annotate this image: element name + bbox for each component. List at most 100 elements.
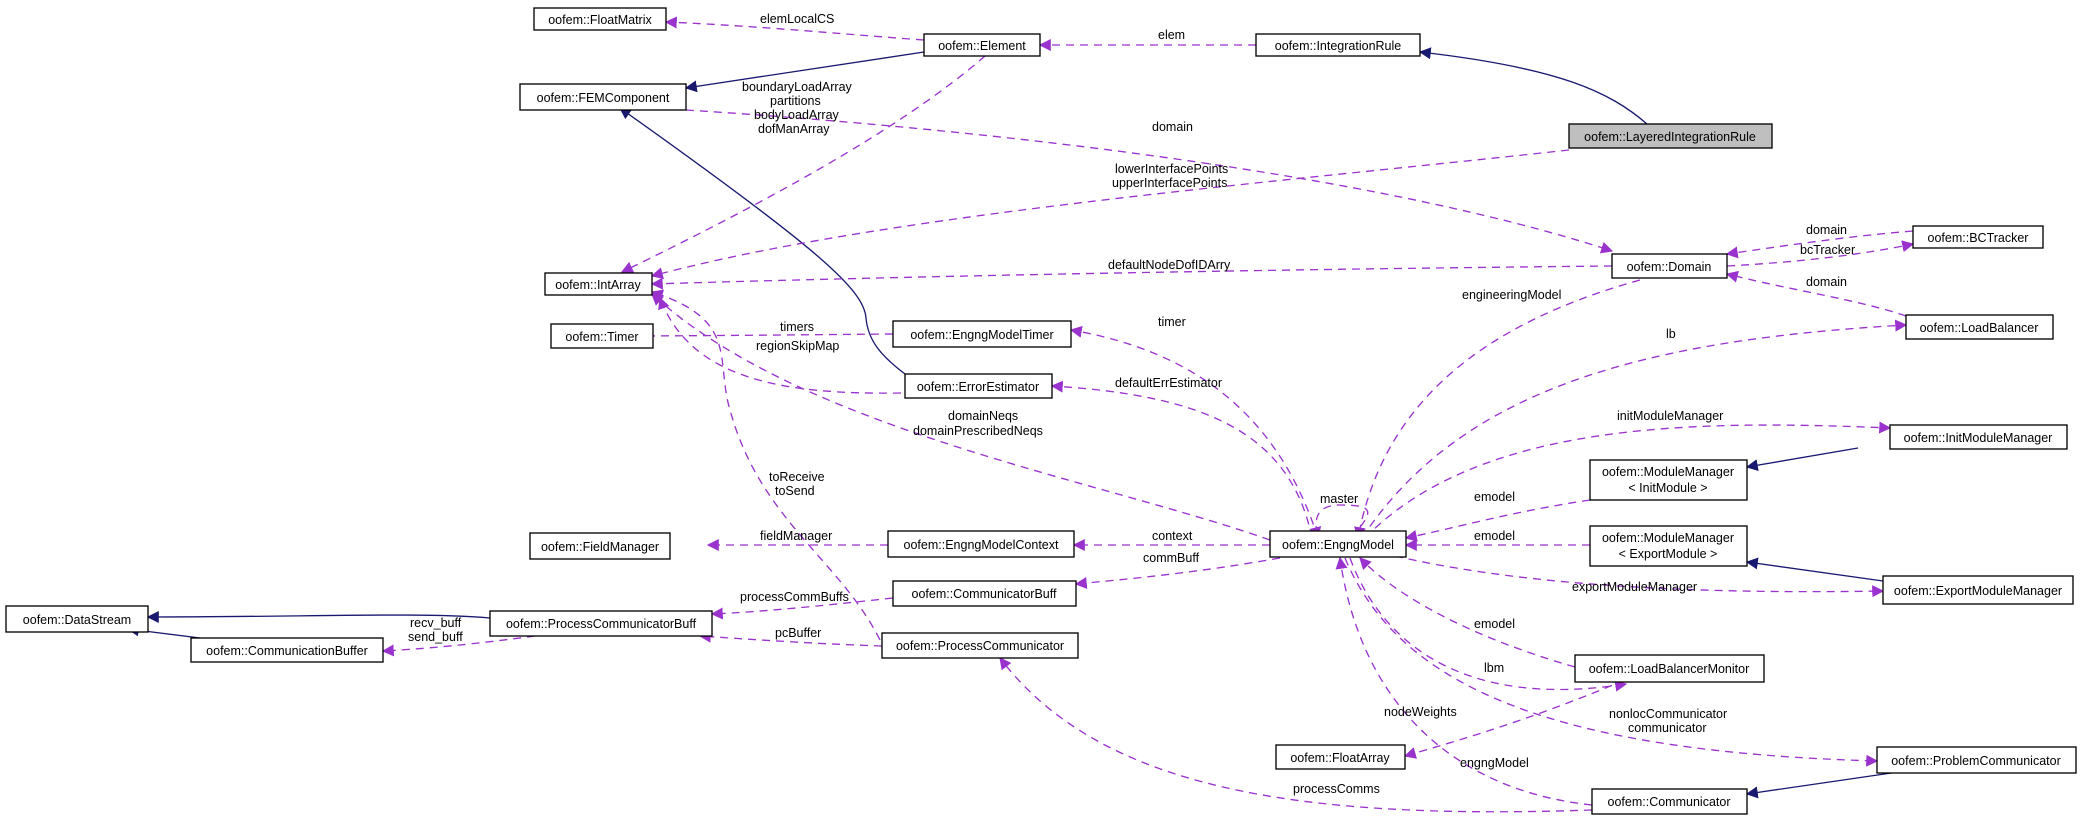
edge-label: emodel: [1474, 529, 1515, 543]
edge-label: domain: [1806, 275, 1847, 289]
edge-label: defaultErrEstimator: [1115, 376, 1222, 390]
node-label: oofem::LayeredIntegrationRule: [1584, 130, 1756, 144]
edge-label: lb: [1666, 327, 1676, 341]
edge-domain-to-engngmodel: [1354, 279, 1641, 540]
edge-errorestimator-to-femcomponent: [619, 107, 906, 375]
node-initmodulemanager[interactable]: oofem::InitModuleManager: [1889, 424, 2068, 450]
edge-domain-to-bctracker: [1726, 240, 1915, 267]
edge-label: elem: [1158, 28, 1185, 42]
node-communicationbuffer[interactable]: oofem::CommunicationBuffer: [190, 637, 384, 663]
edge-element-to-intarray: [620, 55, 986, 273]
node-engngmodel[interactable]: oofem::EngngModel: [1269, 530, 1407, 558]
edge-label: engngModel: [1460, 756, 1529, 770]
node-integrationrule[interactable]: oofem::IntegrationRule: [1255, 33, 1421, 57]
edge-processcommunicator-to-processcommunicatorbuff: [698, 630, 883, 647]
node-label: oofem::DataStream: [23, 613, 131, 627]
node-femcomponent[interactable]: oofem::FEMComponent: [519, 83, 687, 111]
edge-label: domainPrescribedNeqs: [913, 424, 1043, 438]
node-label: oofem::ModuleManager: [1602, 465, 1734, 479]
node-label-template: < InitModule >: [1628, 481, 1707, 495]
node-label: oofem::LoadBalancerMonitor: [1589, 662, 1750, 676]
node-floatarray[interactable]: oofem::FloatArray: [1275, 744, 1406, 770]
node-processcommunicatorbuff[interactable]: oofem::ProcessCommunicatorBuff: [489, 610, 713, 637]
node-label: oofem::Communicator: [1608, 795, 1731, 809]
edge-problemcommunicator-to-communicator: [1745, 770, 1906, 799]
edge-label: fieldManager: [760, 529, 832, 543]
node-modulemanager-initmodule[interactable]: oofem::ModuleManager < InitModule >: [1589, 459, 1748, 501]
edge-label: timers: [780, 320, 814, 334]
node-label: oofem::InitModuleManager: [1904, 431, 2053, 445]
node-label: oofem::FieldManager: [541, 540, 659, 554]
edge-label: master: [1320, 492, 1358, 506]
edge-label: initModuleManager: [1617, 409, 1723, 423]
node-label: oofem::Timer: [565, 330, 638, 344]
edge-label: domain: [1152, 120, 1193, 134]
edge-engngmodeltimer-to-timer: [613, 329, 894, 342]
node-communicatorbuff[interactable]: oofem::CommunicatorBuff: [892, 580, 1077, 607]
node-fieldmanager[interactable]: oofem::FieldManager: [529, 532, 671, 560]
edge-label: emodel: [1474, 490, 1515, 504]
node-label: oofem::ProcessCommunicator: [896, 639, 1064, 653]
node-layeredintegrationrule[interactable]: oofem::LayeredIntegrationRule: [1568, 123, 1773, 149]
node-bctracker[interactable]: oofem::BCTracker: [1912, 225, 2044, 249]
edge-label: communicator: [1628, 721, 1707, 735]
node-communicator[interactable]: oofem::Communicator: [1591, 788, 1748, 815]
edge-processcommunicatorbuff-to-communicationbuffer: [381, 635, 536, 657]
edge-label: lowerInterfacePoints: [1115, 162, 1228, 176]
node-domain[interactable]: oofem::Domain: [1611, 253, 1728, 279]
edge-engngmodel-to-exportmodulemanager: [1394, 555, 1885, 598]
node-problemcommunicator[interactable]: oofem::ProblemCommunicator: [1876, 746, 2077, 774]
node-label: oofem::EngngModelContext: [904, 538, 1059, 552]
edge-loadbalancermonitor-to-engngmodel: [1359, 557, 1576, 668]
node-processcommunicator[interactable]: oofem::ProcessCommunicator: [881, 632, 1079, 659]
edge-label: domain: [1806, 223, 1847, 237]
node-label: oofem::FloatArray: [1290, 751, 1390, 765]
node-label: oofem::EngngModelTimer: [910, 328, 1053, 342]
edge-processcommunicatorbuff-to-datastream: [146, 610, 491, 623]
node-loadbalancermonitor[interactable]: oofem::LoadBalancerMonitor: [1574, 654, 1765, 683]
edge-engngmodel-to-engngmodeltimer: [1069, 325, 1319, 539]
node-intarray[interactable]: oofem::IntArray: [544, 272, 653, 296]
node-label: oofem::EngngModel: [1282, 538, 1394, 552]
edge-engngmodel-to-problemcommunicator: [1344, 557, 1879, 767]
edge-mm-init-to-engngmodel: [1404, 499, 1591, 542]
edge-label: commBuff: [1143, 551, 1200, 565]
edge-label: regionSkipMap: [756, 339, 839, 353]
edge-label: context: [1152, 529, 1193, 543]
edge-label: engineeringModel: [1462, 288, 1561, 302]
edge-initmodulemanager-to-modulemanager: [1745, 447, 1859, 472]
edge-engngmodel-to-intarray: [651, 293, 1271, 541]
node-label: oofem::FloatMatrix: [548, 13, 652, 27]
node-label: oofem::ProblemCommunicator: [1891, 754, 2061, 768]
edge-engngmodel-to-communicatorbuff: [1074, 557, 1281, 589]
node-timer[interactable]: oofem::Timer: [550, 323, 654, 349]
node-label: oofem::IntArray: [555, 278, 641, 292]
node-exportmodulemanager[interactable]: oofem::ExportModuleManager: [1882, 575, 2074, 605]
edge-label: pcBuffer: [775, 626, 821, 640]
edge-label: domainNeqs: [948, 409, 1018, 423]
edge-element-to-floatmatrix: [664, 16, 925, 41]
node-errorestimator[interactable]: oofem::ErrorEstimator: [904, 373, 1053, 399]
node-label: oofem::BCTracker: [1928, 231, 2029, 245]
node-datastream[interactable]: oofem::DataStream: [5, 605, 149, 633]
node-label: oofem::LoadBalancer: [1920, 321, 2039, 335]
node-modulemanager-exportmodule[interactable]: oofem::ModuleManager < ExportModule >: [1589, 525, 1748, 567]
edge-label: recv_buff: [410, 616, 462, 630]
edge-loadbalancer-to-domain: [1725, 270, 1907, 317]
node-loadbalancer[interactable]: oofem::LoadBalancer: [1905, 314, 2054, 340]
edge-label: bodyLoadArray: [754, 108, 840, 122]
node-label: oofem::CommunicatorBuff: [912, 587, 1057, 601]
edge-label: elemLocalCS: [760, 12, 834, 26]
node-label: oofem::Element: [938, 39, 1026, 53]
node-engngmodelcontext[interactable]: oofem::EngngModelContext: [887, 530, 1075, 558]
edge-loadbalancermonitor-to-floatarray: [1403, 679, 1626, 759]
edge-errorestimator-to-intarray: [658, 296, 902, 394]
node-element[interactable]: oofem::Element: [923, 33, 1041, 57]
node-floatmatrix[interactable]: oofem::FloatMatrix: [533, 7, 667, 31]
edge-engngmodel-to-loadbalancermonitor: [1349, 557, 1628, 692]
edge-layered-to-integrationrule: [1418, 47, 1648, 125]
edge-label: exportModuleManager: [1572, 580, 1697, 594]
node-engngmodeltimer[interactable]: oofem::EngngModelTimer: [892, 320, 1072, 348]
edge-label: processCommBuffs: [740, 590, 849, 604]
edge-label: bcTracker: [1800, 243, 1855, 257]
